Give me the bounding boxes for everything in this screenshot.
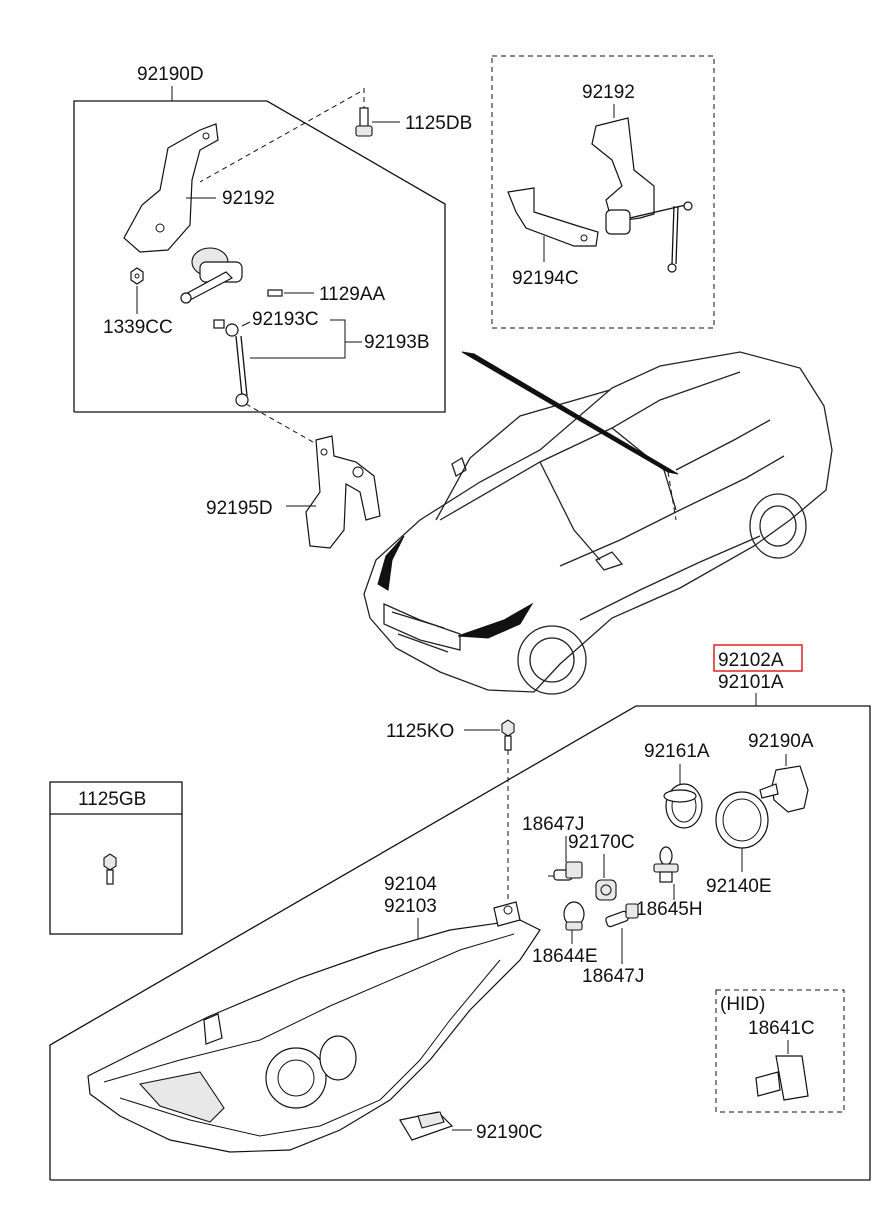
screw-1129AA-icon <box>267 289 283 297</box>
nut-1339CC-icon <box>130 267 144 285</box>
link-rod-icon <box>213 319 249 407</box>
part-label-18647J-top[interactable]: 18647J <box>522 814 584 835</box>
bulb-18647J-bottom-icon <box>605 903 639 928</box>
part-label-18644E[interactable]: 18644E <box>532 946 598 967</box>
headlamp-group-box <box>49 705 871 1181</box>
leveling-sensor-group-box <box>73 86 446 413</box>
hid-bulb-18641C-icon <box>755 1055 809 1101</box>
part-label-92140E[interactable]: 92140E <box>706 876 772 897</box>
part-label-92170C[interactable]: 92170C <box>568 832 635 853</box>
alt-bracket-group-box <box>491 55 715 329</box>
part-label-18647J-bottom[interactable]: 18647J <box>582 966 644 987</box>
part-label-92103[interactable]: 92103 <box>384 896 437 917</box>
bolt-1125DB-icon <box>355 88 373 137</box>
hid-group-box <box>715 989 845 1113</box>
bracket-92195D-icon <box>305 435 381 549</box>
part-label-92101A[interactable]: 92101A <box>718 672 784 693</box>
part-label-1125DB[interactable]: 1125DB <box>405 113 472 134</box>
socket-92170C-icon <box>595 879 617 901</box>
bulb-18644E-icon <box>563 901 585 931</box>
part-label-18641C[interactable]: 18641C <box>748 1018 815 1039</box>
part-label-18645H[interactable]: 18645H <box>636 899 703 920</box>
part-label-92161A[interactable]: 92161A <box>644 741 710 762</box>
part-label-92104[interactable]: 92104 <box>384 874 437 895</box>
part-label-92192-left[interactable]: 92192 <box>222 188 275 209</box>
part-label-92194C[interactable]: 92194C <box>512 268 579 289</box>
actuator-92190A-icon <box>759 765 809 813</box>
part-label-1125KO[interactable]: 1125KO <box>386 721 454 742</box>
part-label-92193C[interactable]: 92193C <box>252 309 319 330</box>
bracket-92192-left-icon <box>123 123 219 253</box>
part-label-1339CC[interactable]: 1339CC <box>103 317 173 338</box>
part-label-92195D[interactable]: 92195D <box>206 498 273 519</box>
part-label-92193B[interactable]: 92193B <box>364 332 430 353</box>
bolt-1125GB-box <box>49 781 183 935</box>
dust-cap-92140E-icon <box>715 791 769 849</box>
part-label-92190C[interactable]: 92190C <box>476 1122 543 1143</box>
part-label-1129AA[interactable]: 1129AA <box>319 284 386 305</box>
level-sensor-icon <box>180 247 243 304</box>
part-label-1125GB[interactable]: 1125GB <box>78 789 146 810</box>
module-92190C-icon <box>399 1111 454 1141</box>
hid-label: (HID) <box>720 994 765 1015</box>
bulb-18647J-top-icon <box>548 861 583 881</box>
headlamp-assembly-icon <box>87 901 541 1153</box>
bulb-18645H-icon <box>653 846 679 883</box>
highlight-box <box>713 644 803 672</box>
bracket-92192-right-icon <box>591 117 693 273</box>
bolt-1125GB-icon <box>103 853 117 885</box>
bolt-1125KO-icon <box>501 719 515 751</box>
part-label-92190D[interactable]: 92190D <box>137 64 204 85</box>
bracket-92194C-icon <box>507 187 599 247</box>
vehicle-illustration <box>363 351 833 695</box>
part-label-92102A[interactable]: 92102A <box>718 650 784 671</box>
socket-ring-92161A-icon <box>663 783 703 829</box>
part-label-92190A[interactable]: 92190A <box>748 731 814 752</box>
part-label-92192-right[interactable]: 92192 <box>582 82 635 103</box>
